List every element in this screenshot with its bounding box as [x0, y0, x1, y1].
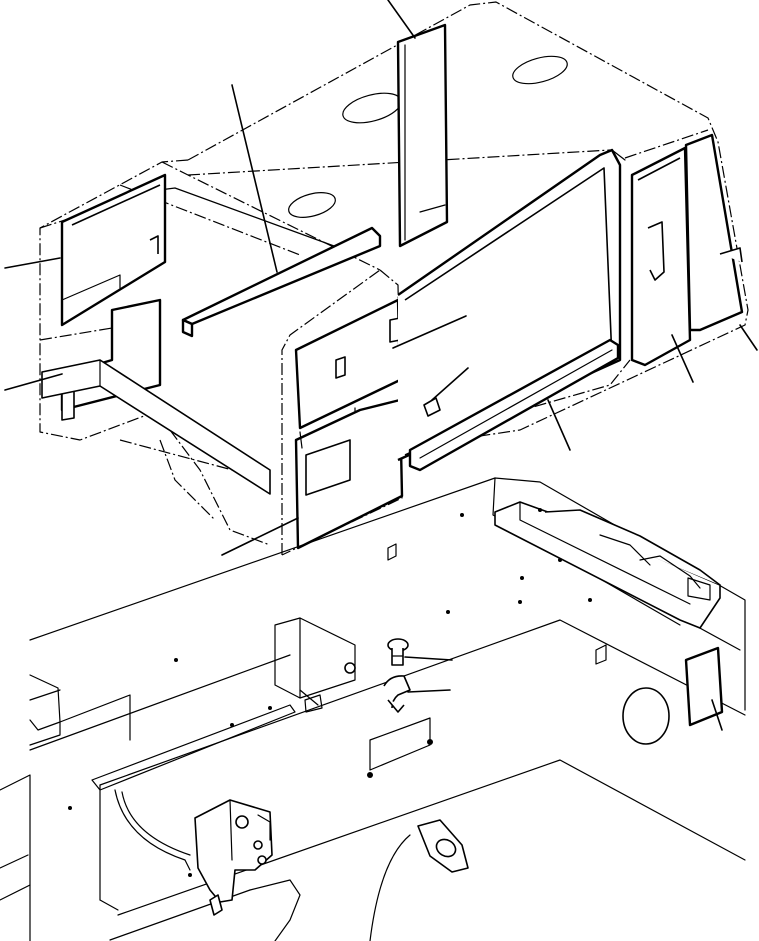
lower-rail — [91, 704, 296, 871]
hinge-bracket — [194, 799, 273, 916]
battery-box — [494, 501, 721, 629]
leader-12 — [407, 689, 451, 693]
leader-3 — [4, 257, 61, 269]
leader-5 — [392, 315, 467, 349]
leader-9 — [739, 324, 758, 351]
pad-right-side — [630, 133, 744, 367]
leader-10 — [221, 517, 299, 556]
leader-lines — [4, 0, 758, 731]
frame-holes — [68, 508, 607, 877]
leader-4 — [4, 373, 63, 391]
leader-6 — [431, 367, 469, 401]
center-bracket — [274, 617, 356, 713]
pad-front-lower — [294, 398, 404, 550]
roof-openings — [119, 55, 568, 251]
right-side-cover — [622, 646, 724, 745]
mounting-ring — [369, 819, 469, 941]
bolt — [387, 638, 409, 666]
leader-2 — [231, 84, 278, 273]
leader-13 — [711, 699, 723, 731]
left-bracket — [29, 674, 131, 746]
leader-7 — [547, 399, 571, 451]
leader-8 — [671, 334, 694, 383]
pad-rear-vertical — [396, 23, 449, 248]
clamp — [383, 675, 411, 713]
pad-bottom-strip — [408, 338, 620, 472]
clamp-bracket — [367, 717, 433, 778]
pad-roof-strip — [181, 226, 382, 338]
pad-left-upper — [60, 173, 167, 327]
leader-11 — [404, 656, 453, 661]
pad-front-upper — [294, 298, 402, 430]
floor-rail — [41, 359, 271, 495]
leader-1 — [387, 0, 416, 39]
